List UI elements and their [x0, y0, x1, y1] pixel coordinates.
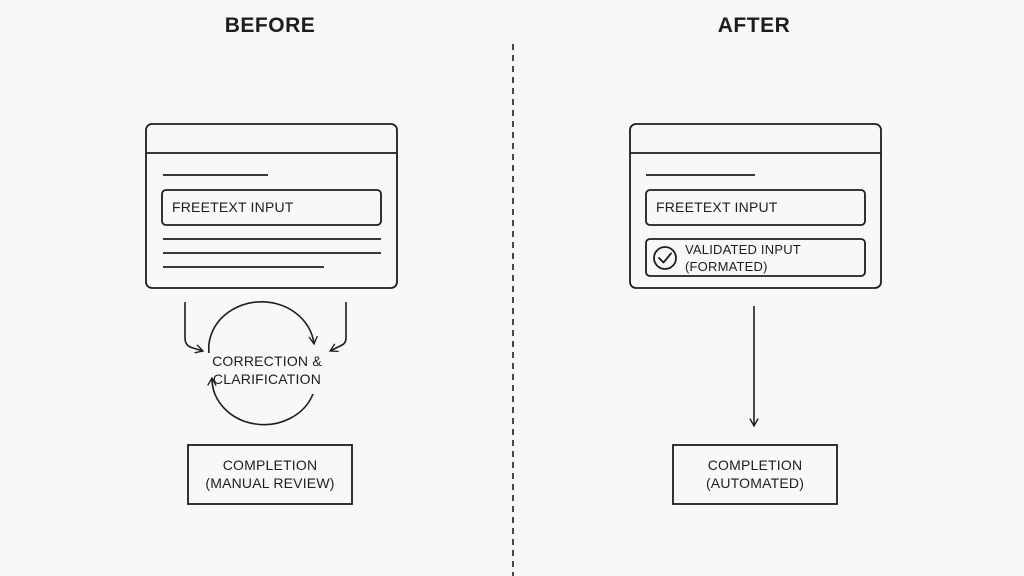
validated-label-line2: (FORMATED): [685, 259, 768, 274]
after-heading: AFTER: [717, 14, 791, 37]
before-arrow-left: [184, 302, 205, 354]
loop-label-line1: CORRECTION &: [212, 353, 322, 369]
before-completion-box: [187, 444, 353, 505]
loop-arc-bottom: [207, 376, 314, 426]
after-completion-line1: COMPLETION: [707, 457, 803, 473]
check-circle-icon: [653, 246, 677, 270]
before-heading: BEFORE: [224, 14, 316, 37]
loop-arc-top: [207, 301, 318, 354]
before-freetext-label: FREETEXT INPUT: [172, 199, 294, 215]
validated-label-line1: VALIDATED INPUT: [685, 242, 801, 257]
before-completion-line1: COMPLETION: [222, 457, 318, 473]
before-arrow-right: [328, 302, 347, 353]
before-freetext-field: [161, 189, 382, 226]
after-form-window: [629, 123, 882, 289]
after-freetext-label: FREETEXT INPUT: [656, 199, 778, 215]
loop-label-line2: CLARIFICATION: [212, 371, 322, 387]
before-form-window: [145, 123, 398, 289]
after-freetext-field: [645, 189, 866, 226]
after-completion-box: [672, 444, 838, 505]
after-completion-line2: (AUTOMATED): [705, 475, 805, 491]
after-validated-field: [645, 238, 866, 277]
before-completion-line2: (MANUAL REVIEW): [205, 475, 335, 491]
